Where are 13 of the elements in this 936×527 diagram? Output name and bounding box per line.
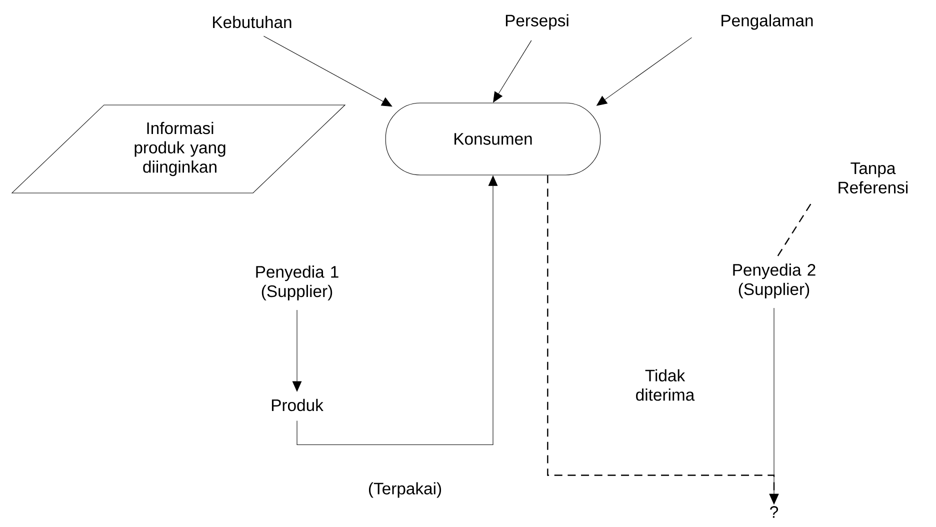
terminal-box: Konsumen: [385, 102, 601, 176]
factor-label: Pengalaman: [722, 14, 813, 30]
outcome-label: ?: [770, 506, 778, 518]
note-label: Tanpa Referensi: [838, 162, 908, 194]
arrow: [263, 36, 392, 107]
arrow: [292, 310, 302, 392]
edge-label: (Terpakai): [364, 480, 446, 500]
factor-label: Kebutuhan: [213, 16, 292, 28]
product-label: Produk: [272, 398, 324, 412]
factor-label: Persepsi: [506, 14, 568, 30]
supplier-label: Penyedia 1 (Supplier): [256, 266, 338, 300]
supplier-label: Penyedia 2 (Supplier): [733, 264, 816, 298]
edge-label: Tidak diterima: [624, 368, 706, 402]
